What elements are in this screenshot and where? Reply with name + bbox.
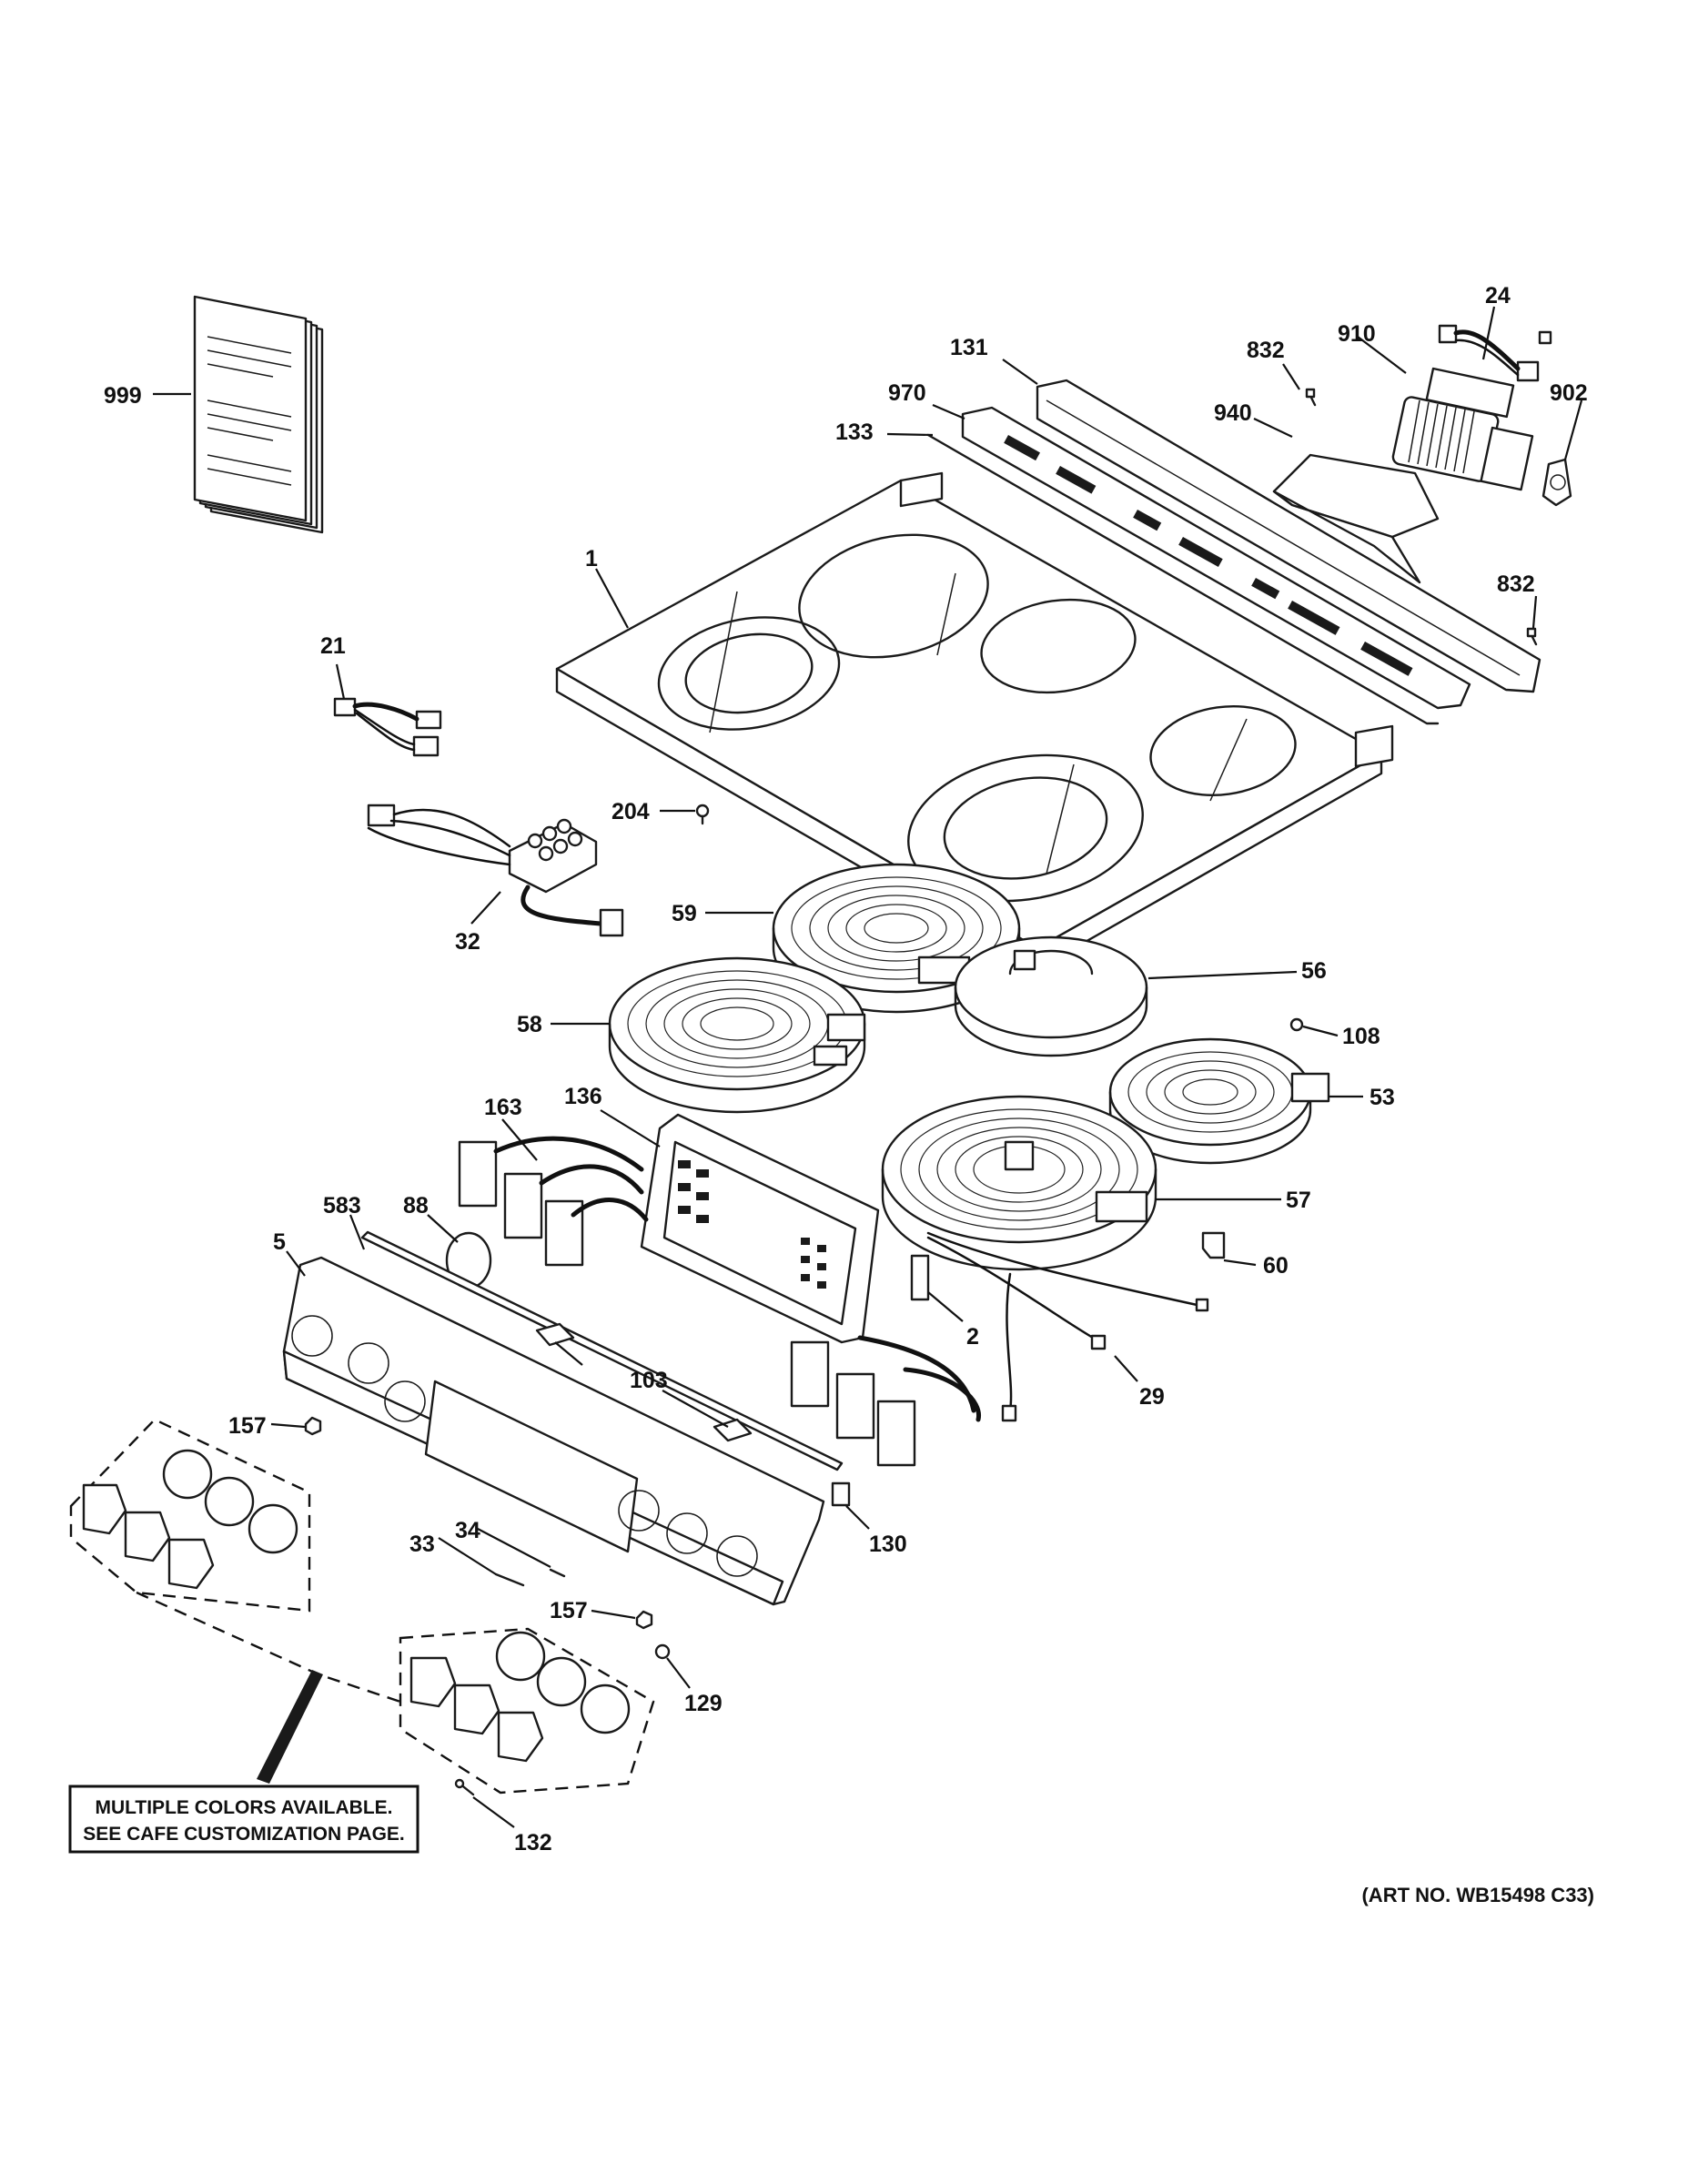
callout-902: 902 [1550, 380, 1588, 406]
callout-2: 2 [966, 1324, 979, 1350]
callout-163: 163 [484, 1095, 522, 1120]
part-108-screw [1289, 1017, 1304, 1032]
part-970-vent-trim [961, 406, 1471, 710]
part-999-manual [193, 295, 324, 534]
part-21-harness [333, 697, 442, 757]
callout-24: 24 [1485, 283, 1511, 308]
note-box: MULTIPLE COLORS AVAILABLE. SEE CAFE CUST… [68, 1785, 419, 1854]
callout-130: 130 [869, 1532, 907, 1557]
part-32-terminal-block [367, 804, 624, 937]
part-157-nut-upper [304, 1416, 322, 1436]
callout-21: 21 [320, 633, 346, 659]
part-940-fan-shield [1272, 453, 1440, 584]
callout-60: 60 [1263, 1253, 1289, 1279]
part-58-radiant-element [608, 956, 866, 1114]
knob-set-right [399, 1627, 655, 1795]
callout-832-right: 832 [1497, 571, 1535, 597]
knob-set-left [69, 1418, 311, 1613]
callout-970: 970 [888, 380, 926, 406]
part-136-control-board [640, 1113, 880, 1344]
part-163-infinite-switch-upper [458, 1136, 649, 1267]
part-24-harness [1438, 324, 1552, 382]
callout-53: 53 [1370, 1085, 1395, 1110]
part-2-bracket [910, 1254, 930, 1301]
part-57-radiant-element [881, 1095, 1157, 1271]
infinite-switches-lower [790, 1335, 981, 1467]
part-832-screw-top [1305, 388, 1317, 407]
callout-940: 940 [1214, 400, 1252, 426]
callout-108: 108 [1342, 1024, 1380, 1049]
callout-136: 136 [564, 1084, 602, 1109]
callout-labels: 999 24 131 832 910 902 970 940 133 1 832… [100, 283, 1588, 1855]
part-53-radiant-element [1108, 1037, 1330, 1165]
callout-204: 204 [612, 799, 650, 824]
callout-34: 34 [455, 1518, 480, 1543]
part-131-rear-trim [1036, 379, 1541, 693]
callout-999: 999 [104, 383, 142, 409]
part-130-switch [831, 1481, 851, 1507]
callout-133: 133 [835, 420, 874, 445]
part-60-clip [1201, 1231, 1226, 1259]
part-5-control-panel [282, 1256, 825, 1606]
callout-5: 5 [273, 1229, 286, 1255]
callout-29: 29 [1139, 1384, 1165, 1410]
part-204-screw [695, 804, 710, 825]
callout-832-top: 832 [1247, 338, 1285, 363]
part-29-harness [926, 1231, 1209, 1422]
callout-58: 58 [517, 1012, 542, 1037]
callout-583: 583 [323, 1193, 361, 1218]
knob-dashed-connector [136, 1591, 401, 1704]
part-56-radiant-element [954, 935, 1148, 1057]
part-157-nut-lower [635, 1610, 653, 1630]
callout-59: 59 [672, 901, 697, 926]
part-33-screw [494, 1572, 525, 1587]
callout-157-upper: 157 [228, 1413, 267, 1439]
callout-57: 57 [1286, 1188, 1311, 1213]
part-133-gasket [926, 433, 1440, 725]
leader-lines [153, 306, 1583, 1828]
note-arrow [257, 1670, 323, 1784]
callout-103: 103 [630, 1368, 668, 1393]
part-832-screw-right [1526, 627, 1538, 646]
callout-129: 129 [684, 1691, 723, 1716]
callout-131: 131 [950, 335, 988, 360]
callout-1: 1 [585, 546, 598, 571]
part-34-screw [549, 1568, 566, 1578]
part-132-screw [454, 1778, 475, 1796]
art-number: (ART NO. WB15498 C33) [1361, 1884, 1594, 1906]
note-line-1: MULTIPLE COLORS AVAILABLE. [95, 1797, 392, 1818]
callout-56: 56 [1301, 958, 1327, 984]
callout-910: 910 [1338, 321, 1376, 347]
callout-157-lower: 157 [550, 1598, 588, 1623]
part-583-trim-strip [360, 1230, 844, 1471]
callout-32: 32 [455, 929, 480, 955]
callout-33: 33 [409, 1532, 435, 1557]
callout-132: 132 [514, 1830, 552, 1855]
callout-88: 88 [403, 1193, 429, 1218]
part-129-bushing [654, 1643, 671, 1660]
note-line-2: SEE CAFE CUSTOMIZATION PAGE. [83, 1824, 405, 1845]
part-902-bracket [1541, 458, 1572, 507]
part-910-cooling-fan [1391, 367, 1534, 491]
